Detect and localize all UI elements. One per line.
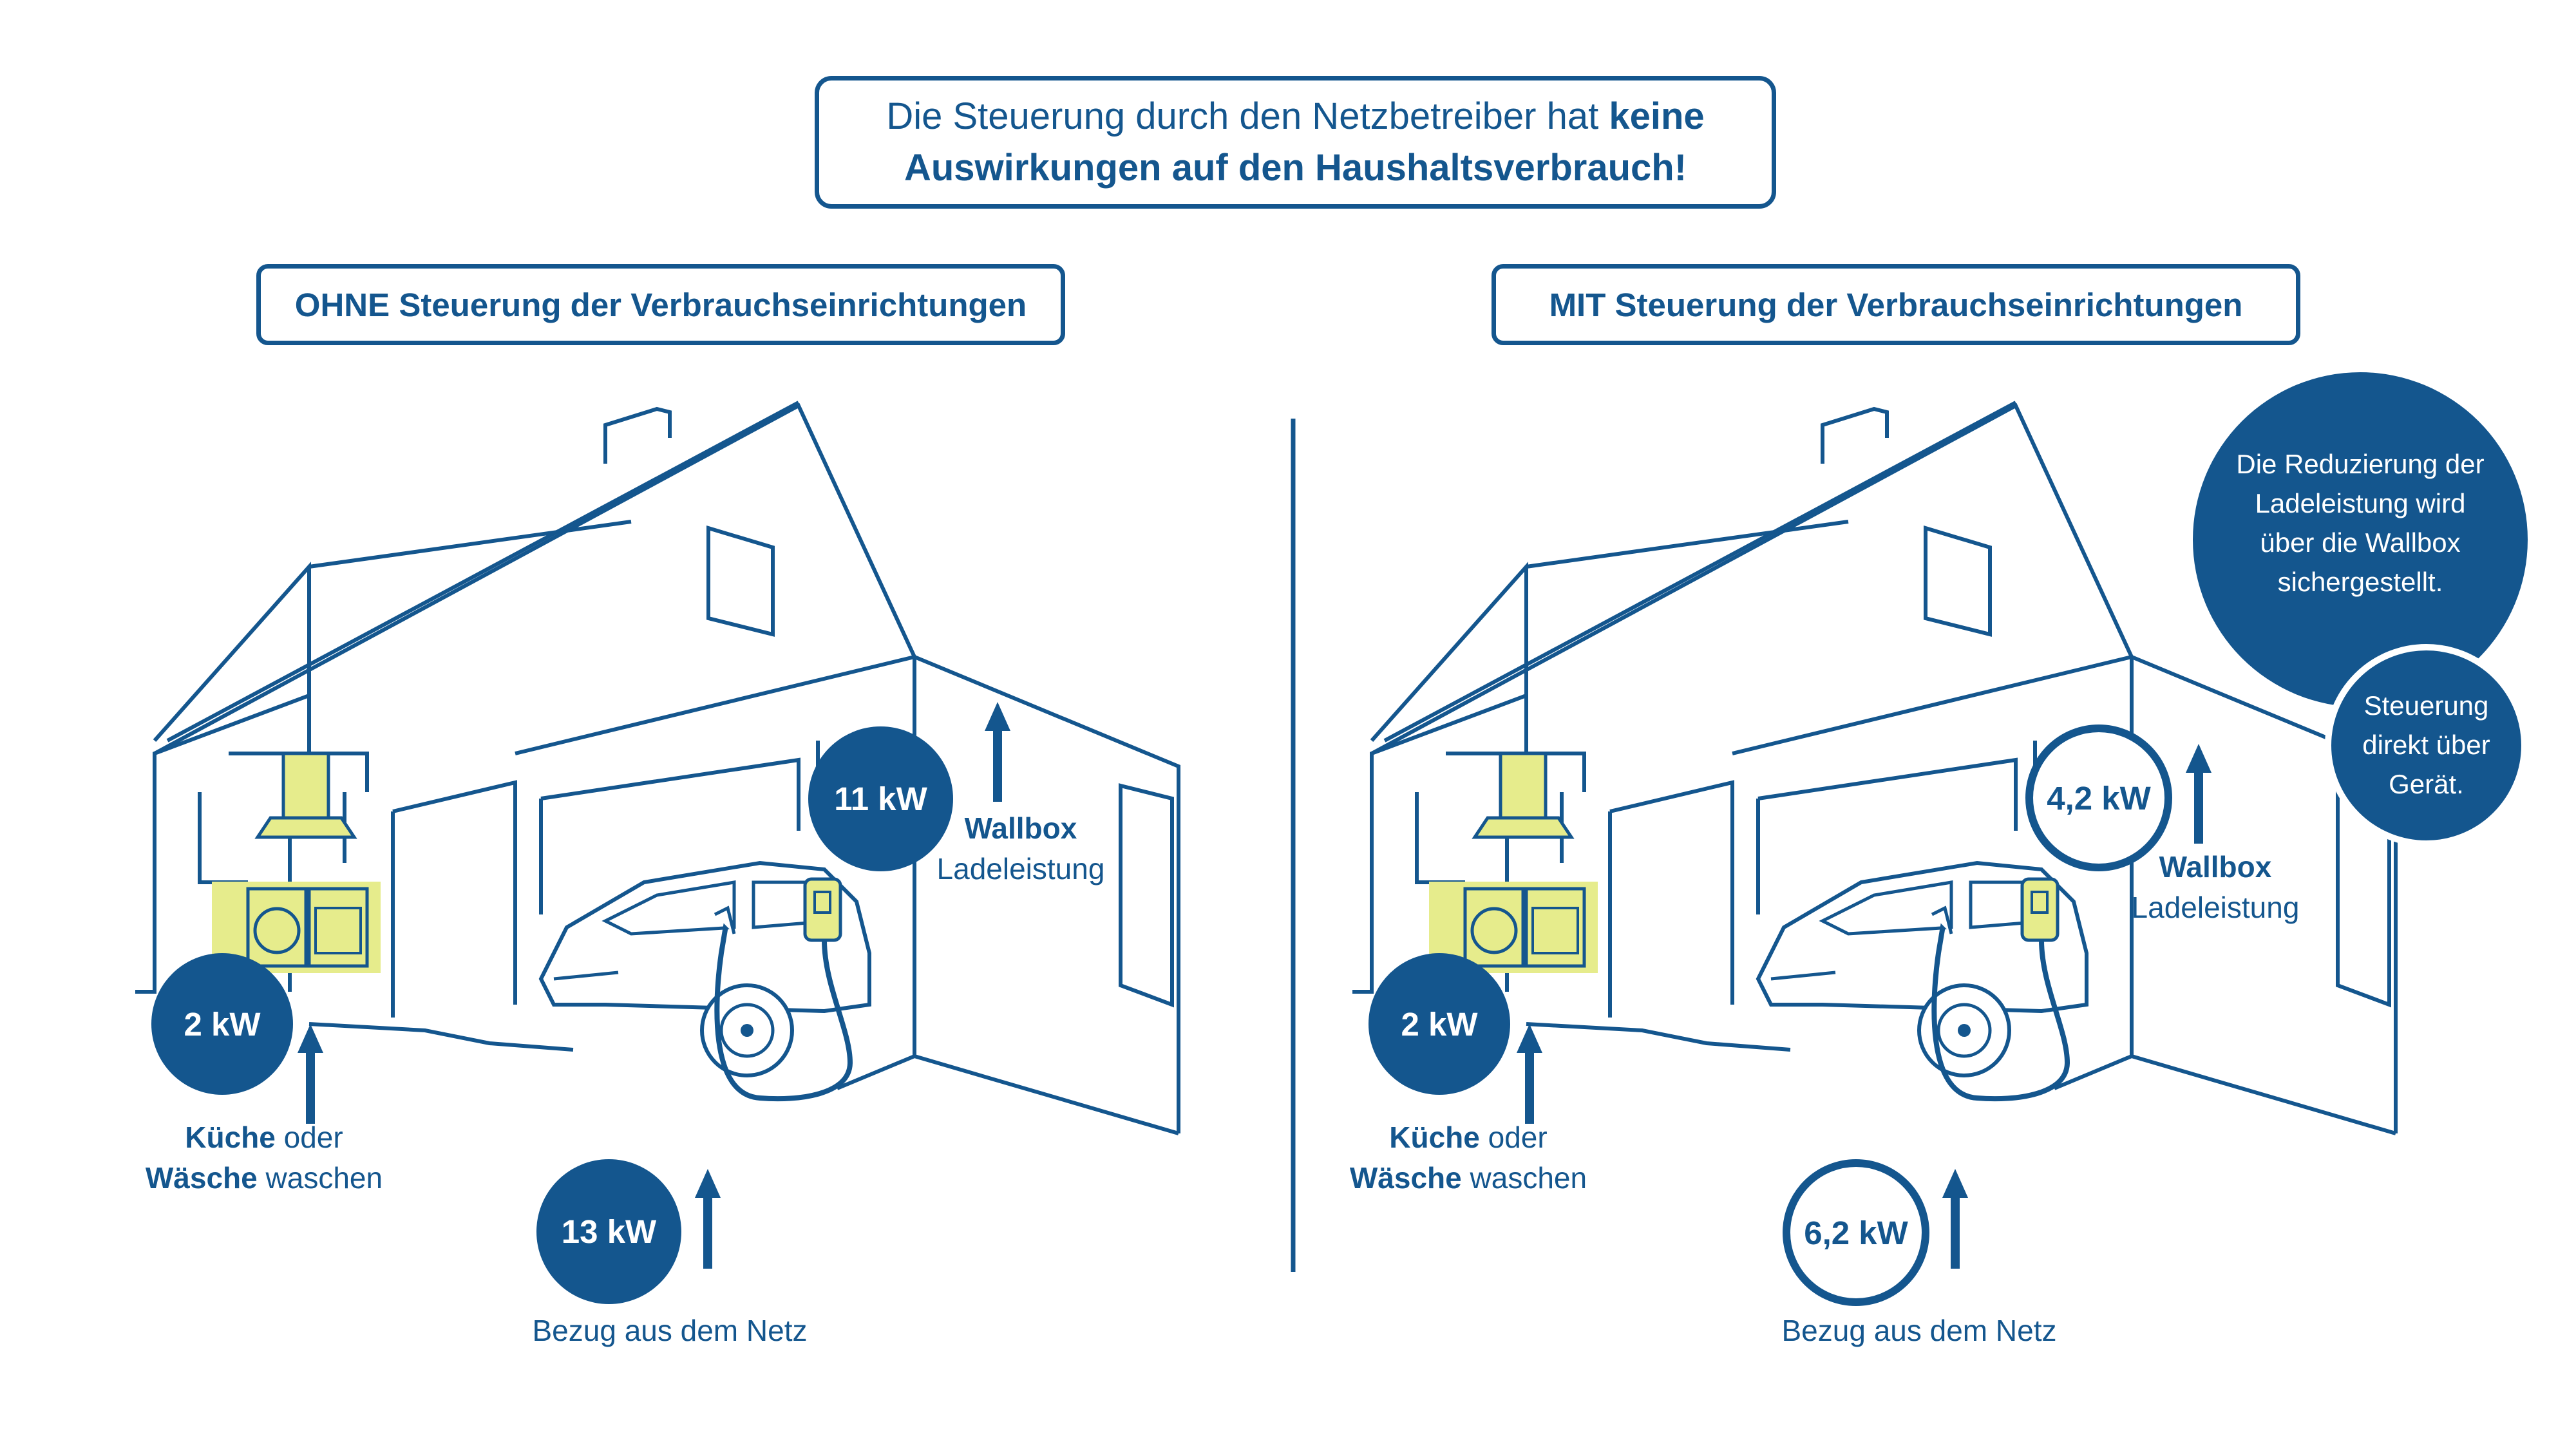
right-wallbox-value-text: 4,2 kW bbox=[2047, 779, 2151, 817]
headline-bold-2: Auswirkungen auf den Haushaltsverbrauch! bbox=[904, 147, 1687, 189]
left-wallbox-value-text: 11 kW bbox=[834, 781, 927, 817]
left-wallbox-label-bold: Wallbox bbox=[964, 811, 1077, 845]
left-wallbox-value: 11 kW bbox=[808, 726, 953, 871]
left-panel-title: OHNE Steuerung der Verbrauchseinrichtung… bbox=[256, 264, 1065, 345]
info-bubble-device-control: Steuerung direkt über Gerät. bbox=[2325, 644, 2528, 847]
left-household-label-bold-2: Wäsche bbox=[145, 1160, 258, 1195]
right-household-value: 2 kW bbox=[1368, 953, 1510, 1095]
left-grid-label-text: Bezug aus dem Netz bbox=[532, 1314, 808, 1347]
left-household-label-bold-1: Küche bbox=[185, 1121, 276, 1154]
arrow-up-icon bbox=[1517, 1024, 1542, 1124]
arrow-up-icon bbox=[695, 1169, 721, 1269]
right-grid-label: Bezug aus dem Netz bbox=[1752, 1311, 2087, 1351]
right-household-label-bold-2: Wäsche bbox=[1349, 1160, 1462, 1195]
arrow-up-icon bbox=[985, 702, 1010, 802]
right-grid-label-text: Bezug aus dem Netz bbox=[1781, 1314, 2057, 1347]
headline-regular: Die Steuerung durch den Netzbetreiber ha… bbox=[886, 95, 1599, 137]
left-wallbox-label: Wallbox Ladeleistung bbox=[927, 808, 1114, 889]
info-bubble-reduction: Die Reduzierung der Ladeleistung wird üb… bbox=[2193, 372, 2528, 707]
right-grid-value-text: 6,2 kW bbox=[1804, 1214, 1908, 1251]
arrow-up-icon bbox=[298, 1024, 323, 1124]
arrow-up-icon bbox=[2186, 744, 2211, 844]
info-bubble-reduction-text: Die Reduzierung der Ladeleistung wird üb… bbox=[2236, 449, 2485, 597]
right-household-label-bold-1: Küche bbox=[1389, 1121, 1480, 1154]
headline-bold-1: keine bbox=[1609, 95, 1705, 137]
info-bubble-device-control-text: Steuerung direkt über Gerät. bbox=[2362, 690, 2490, 799]
right-wallbox-label-bold: Wallbox bbox=[2159, 850, 2272, 884]
left-household-value: 2 kW bbox=[151, 953, 293, 1095]
left-household-label: Küche oder Wäsche waschen bbox=[135, 1117, 393, 1198]
left-household-label-regular-1: oder bbox=[283, 1121, 343, 1154]
headline-box: Die Steuerung durch den Netzbetreiber ha… bbox=[815, 76, 1776, 209]
headline-line-2: Auswirkungen auf den Haushaltsverbrauch! bbox=[904, 142, 1687, 194]
right-panel-title: MIT Steuerung der Verbrauchseinrichtunge… bbox=[1492, 264, 2300, 345]
right-household-label-regular-2: waschen bbox=[1470, 1160, 1587, 1195]
left-grid-value-text: 13 kW bbox=[561, 1213, 657, 1250]
right-title-text: MIT Steuerung der Verbrauchseinrichtunge… bbox=[1549, 286, 2243, 323]
headline-line-1: Die Steuerung durch den Netzbetreiber ha… bbox=[886, 91, 1704, 142]
right-grid-value: 6,2 kW bbox=[1783, 1159, 1929, 1306]
left-grid-value: 13 kW bbox=[536, 1159, 681, 1304]
left-wallbox-label-regular: Ladeleistung bbox=[936, 851, 1105, 886]
left-household-label-regular-2: waschen bbox=[265, 1160, 383, 1195]
right-wallbox-label-regular: Ladeleistung bbox=[2131, 890, 2300, 924]
right-wallbox-label: Wallbox Ladeleistung bbox=[2109, 847, 2322, 927]
right-household-label-regular-1: oder bbox=[1488, 1121, 1548, 1154]
right-household-label: Küche oder Wäsche waschen bbox=[1340, 1117, 1597, 1198]
arrow-up-icon bbox=[1942, 1169, 1968, 1269]
right-household-value-text: 2 kW bbox=[1401, 1005, 1478, 1043]
left-title-text: OHNE Steuerung der Verbrauchseinrichtung… bbox=[294, 286, 1027, 323]
left-grid-label: Bezug aus dem Netz bbox=[502, 1311, 837, 1351]
left-household-value-text: 2 kW bbox=[184, 1005, 261, 1043]
